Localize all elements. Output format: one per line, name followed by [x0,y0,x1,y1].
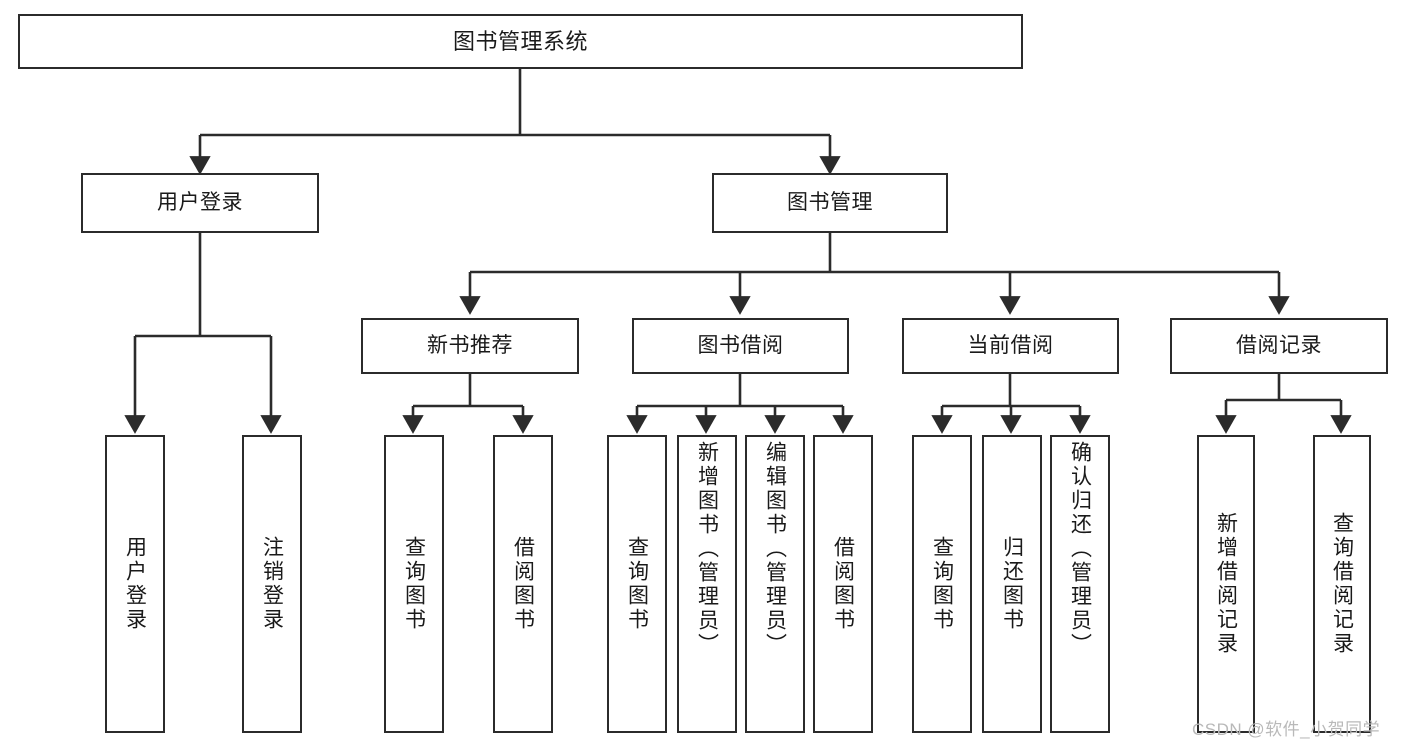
node-label: 新增借阅记录 [1214,512,1238,656]
node-label: 图书借阅 [697,333,784,357]
node-label: 确认归还（管理员） [1068,441,1092,657]
node-label: 图书管理 [787,190,873,214]
leaf-logout[interactable]: 注销登录 [242,435,302,733]
node-label: 用户登录 [123,536,147,632]
node-label: 借阅图书 [511,536,535,632]
leaf-add-book-admin[interactable]: 新增图书（管理员） [677,435,737,733]
node-user-login[interactable]: 用户登录 [81,173,319,233]
leaf-query-book-recommend[interactable]: 查询图书 [384,435,444,733]
node-label: 当前借阅 [967,333,1054,357]
leaf-confirm-return-admin[interactable]: 确认归还（管理员） [1050,435,1110,733]
node-label: 借阅记录 [1236,333,1322,357]
node-new-book-recommend[interactable]: 新书推荐 [361,318,579,374]
node-current-borrow[interactable]: 当前借阅 [902,318,1119,374]
leaf-return-book[interactable]: 归还图书 [982,435,1042,733]
node-label: 新书推荐 [427,333,513,357]
node-label: 查询图书 [930,536,954,632]
node-label: 注销登录 [260,536,284,632]
leaf-query-book-borrow[interactable]: 查询图书 [607,435,667,733]
node-label: 图书管理系统 [452,28,588,54]
node-borrow-record[interactable]: 借阅记录 [1170,318,1388,374]
node-root-system[interactable]: 图书管理系统 [18,14,1023,69]
node-label: 借阅图书 [831,536,855,632]
node-label: 用户登录 [157,190,243,214]
node-label: 查询图书 [625,536,649,632]
leaf-query-book-current[interactable]: 查询图书 [912,435,972,733]
csdn-watermark: CSDN @软件_小贺同学 [1192,720,1381,739]
leaf-borrow-book-recommend[interactable]: 借阅图书 [493,435,553,733]
leaf-add-borrow-record[interactable]: 新增借阅记录 [1197,435,1255,733]
leaf-query-borrow-record[interactable]: 查询借阅记录 [1313,435,1371,733]
node-label: 新增图书（管理员） [695,441,719,657]
leaf-borrow-book[interactable]: 借阅图书 [813,435,873,733]
node-label: 查询借阅记录 [1330,512,1354,656]
node-book-management[interactable]: 图书管理 [712,173,948,233]
node-label: 归还图书 [1000,536,1024,632]
leaf-edit-book-admin[interactable]: 编辑图书（管理员） [745,435,805,733]
node-label: 编辑图书（管理员） [763,441,787,657]
node-label: 查询图书 [402,536,426,632]
node-book-borrow[interactable]: 图书借阅 [632,318,849,374]
leaf-user-login[interactable]: 用户登录 [105,435,165,733]
